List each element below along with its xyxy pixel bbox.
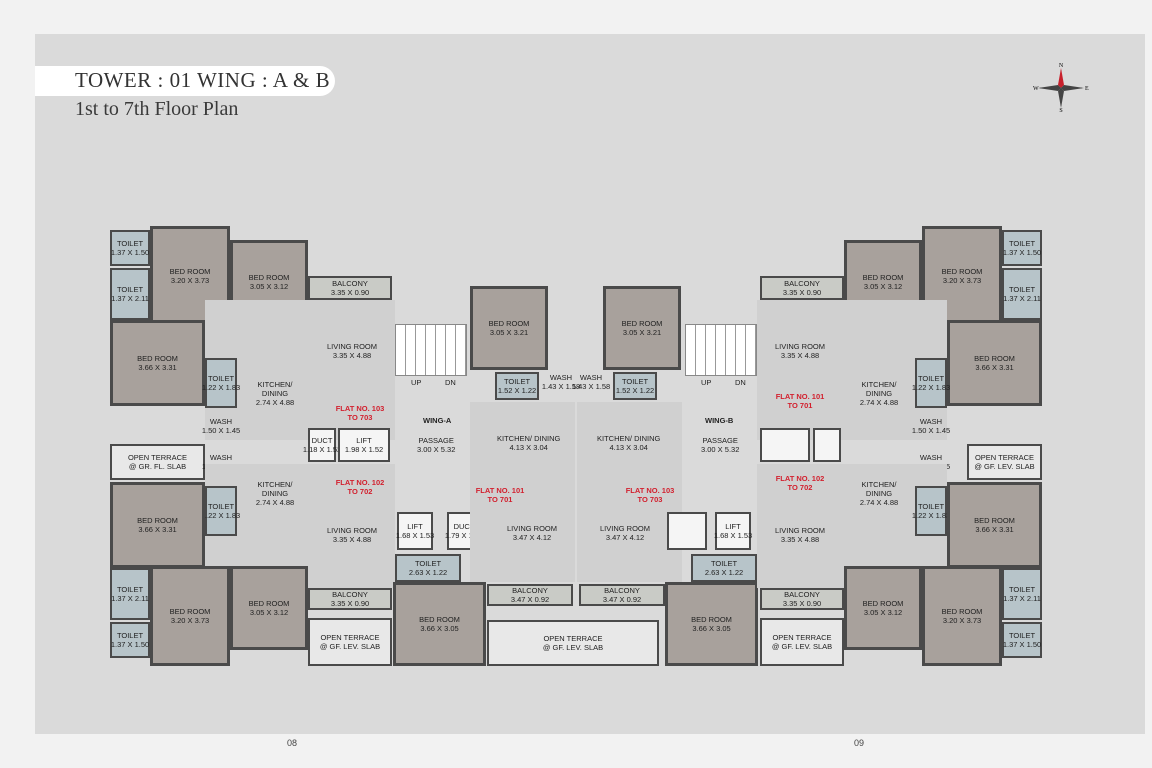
wing-b-label: WING-B xyxy=(705,416,734,425)
stair-dn-label: DN xyxy=(445,378,456,387)
duct xyxy=(813,428,841,462)
stair-up-label: UP xyxy=(411,378,422,387)
page-number-right: 09 xyxy=(854,738,865,748)
stair-up-label: UP xyxy=(701,378,712,387)
stair-dn-label: DN xyxy=(735,378,746,387)
page-title: TOWER : 01 WING : A & B xyxy=(75,68,331,92)
flat-label: FLAT NO. 101 TO 701 xyxy=(775,392,825,410)
title-pill xyxy=(35,66,335,96)
open-terrace: OPEN TERRACE@ GF. LEV. SLAB xyxy=(967,444,1042,480)
open-terrace: OPEN TERRACE@ GF. LEV. SLAB xyxy=(487,620,659,666)
wing-a-label: WING-A xyxy=(423,416,452,425)
kitchen-dining xyxy=(577,402,682,582)
open-terrace: OPEN TERRACE@ GF. LEV. SLAB xyxy=(760,618,844,666)
flat-label: FLAT NO. 103 TO 703 xyxy=(335,404,385,422)
staircase xyxy=(685,324,757,376)
flat-label: FLAT NO. 103 TO 703 xyxy=(625,486,675,504)
compass-e: E xyxy=(1085,86,1089,92)
open-terrace: OPEN TERRACE@ GR. FL. SLAB xyxy=(110,444,205,480)
lift xyxy=(760,428,810,462)
compass-s: S xyxy=(1059,108,1062,112)
page-subtitle: 1st to 7th Floor Plan xyxy=(75,98,239,120)
page-number-left: 08 xyxy=(287,738,298,748)
kitchen-dining xyxy=(470,402,575,582)
flat-label: FLAT NO. 102 TO 702 xyxy=(335,478,385,496)
compass-w: W xyxy=(1033,86,1039,92)
compass-icon: N S W E xyxy=(1033,63,1089,112)
flat-label: FLAT NO. 101 TO 701 xyxy=(475,486,525,504)
duct xyxy=(667,512,707,550)
open-terrace: OPEN TERRACE@ GF. LEV. SLAB xyxy=(308,618,392,666)
flat-label: FLAT NO. 102 TO 702 xyxy=(775,474,825,492)
compass-n: N xyxy=(1059,63,1064,69)
staircase xyxy=(395,324,467,376)
